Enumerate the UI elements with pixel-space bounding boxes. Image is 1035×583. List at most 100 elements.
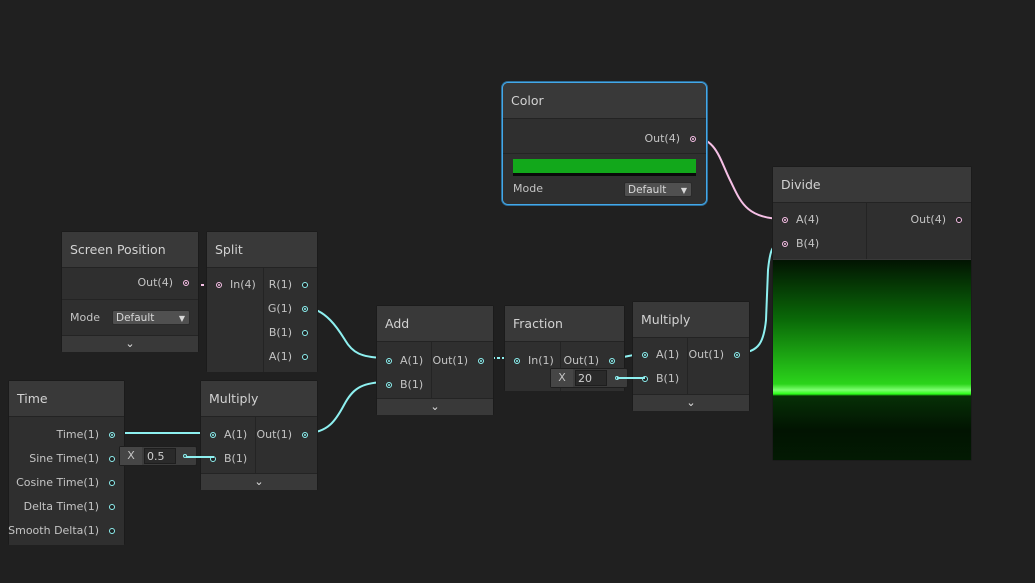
node-title[interactable]: Multiply	[633, 302, 749, 338]
node-title[interactable]: Fraction	[505, 306, 624, 342]
divider	[687, 338, 688, 394]
output-port-icon[interactable]	[478, 358, 484, 364]
x-field-value[interactable]: 20	[575, 370, 607, 386]
out-port-time: Time(1)	[56, 428, 99, 441]
output-port-icon[interactable]	[302, 282, 308, 288]
fraction-node[interactable]: Fraction In(1) Out(1)	[504, 305, 625, 391]
in-port-label: In(4)	[230, 278, 256, 291]
divider	[560, 342, 561, 391]
chevron-down-icon: ⌄	[430, 400, 440, 413]
x-field-label: X	[551, 369, 573, 387]
divider	[62, 299, 198, 300]
mode-value: Default	[116, 312, 155, 324]
in-port-b: B(1)	[656, 372, 680, 385]
out-port-label: Out(4)	[910, 213, 946, 226]
output-port-icon[interactable]	[109, 432, 115, 438]
node-title[interactable]: Add	[377, 306, 493, 342]
out-port-cosine: Cosine Time(1)	[16, 476, 99, 489]
input-port-icon[interactable]	[210, 432, 216, 438]
input-port-icon[interactable]	[386, 358, 392, 364]
input-port-icon[interactable]	[386, 382, 392, 388]
out-port-label: Out(4)	[644, 132, 680, 145]
out-port-sine: Sine Time(1)	[29, 452, 99, 465]
in-port-b: B(1)	[400, 378, 424, 391]
out-port-label: Out(1)	[688, 348, 724, 361]
chevron-down-icon: ⌄	[254, 475, 264, 488]
in-port-a: A(1)	[224, 428, 248, 441]
screen-position-node[interactable]: Screen Position Out(4) Mode Default ▼ ⌄	[61, 231, 199, 352]
input-port-icon[interactable]	[782, 217, 788, 223]
field-wire	[617, 377, 645, 379]
node-title[interactable]: Screen Position	[62, 232, 198, 268]
out-port-delta: Delta Time(1)	[23, 500, 99, 513]
in-port-b: B(1)	[224, 452, 248, 465]
output-port-icon[interactable]	[109, 480, 115, 486]
dropdown-arrow-icon: ▼	[178, 314, 185, 323]
collapse-button[interactable]: ⌄	[201, 473, 317, 490]
input-port-icon[interactable]	[642, 352, 648, 358]
divider	[431, 342, 432, 398]
multiply-b-input[interactable]: X 20	[550, 368, 628, 388]
multiply-time-node[interactable]: Multiply A(1) B(1) Out(1) ⌄	[200, 380, 318, 490]
out-port-smooth-delta: Smooth Delta(1)	[8, 524, 99, 537]
node-title[interactable]: Multiply	[201, 381, 317, 417]
split-node[interactable]: Split In(4) R(1) G(1) B(1) A(1)	[206, 231, 318, 372]
x-field-label: X	[120, 447, 142, 465]
input-port-icon[interactable]	[514, 358, 520, 364]
output-port-icon[interactable]	[609, 358, 615, 364]
output-port-icon[interactable]	[302, 432, 308, 438]
divider	[503, 153, 706, 154]
collapse-button[interactable]: ⌄	[62, 335, 198, 352]
mode-dropdown[interactable]: Default ▼	[112, 310, 190, 325]
color-node[interactable]: Color Out(4) Mode Default ▼	[502, 82, 707, 205]
out-port-r: R(1)	[268, 278, 292, 291]
collapse-button[interactable]: ⌄	[633, 394, 749, 411]
in-port-label: In(1)	[528, 354, 554, 367]
output-port-icon[interactable]	[302, 330, 308, 336]
multiply-frac-node[interactable]: Multiply A(1) B(1) Out(1) ⌄	[632, 301, 750, 411]
out-port-b: B(1)	[268, 326, 292, 339]
chevron-down-icon: ⌄	[125, 337, 135, 350]
multiply-b-input[interactable]: X 0.5	[119, 446, 197, 466]
divider	[866, 203, 867, 259]
divider	[255, 417, 256, 473]
time-node[interactable]: Time Time(1) Sine Time(1) Cosine Time(1)…	[8, 380, 125, 545]
out-port-label: Out(4)	[137, 276, 173, 289]
x-field-value[interactable]: 0.5	[144, 448, 176, 464]
output-port-icon[interactable]	[109, 528, 115, 534]
output-port-icon[interactable]	[109, 504, 115, 510]
field-wire	[186, 456, 214, 458]
mode-label: Mode	[513, 182, 543, 195]
node-title[interactable]: Split	[207, 232, 317, 268]
out-port-label: Out(1)	[563, 354, 599, 367]
chevron-down-icon: ⌄	[686, 396, 696, 409]
divide-node[interactable]: Divide A(4) B(4) Out(4)	[772, 166, 972, 461]
out-port-label: Out(1)	[432, 354, 468, 367]
output-port-icon[interactable]	[183, 280, 189, 286]
add-node[interactable]: Add A(1) B(1) Out(1) ⌄	[376, 305, 494, 415]
in-port-a: A(1)	[656, 348, 680, 361]
mode-label: Mode	[70, 311, 100, 324]
in-port-a: A(4)	[796, 213, 820, 226]
output-port-icon[interactable]	[302, 354, 308, 360]
output-port-icon[interactable]	[302, 306, 308, 312]
divider	[263, 268, 264, 372]
out-port-label: Out(1)	[256, 428, 292, 441]
output-port-icon[interactable]	[956, 217, 962, 223]
in-port-b: B(4)	[796, 237, 820, 250]
dropdown-arrow-icon: ▼	[680, 186, 687, 195]
mode-value: Default	[628, 184, 667, 196]
node-title[interactable]: Color	[503, 83, 706, 119]
output-port-icon[interactable]	[690, 136, 696, 142]
output-port-icon[interactable]	[109, 456, 115, 462]
input-port-icon[interactable]	[782, 241, 788, 247]
output-port-icon[interactable]	[734, 352, 740, 358]
node-title[interactable]: Divide	[773, 167, 971, 203]
input-port-icon[interactable]	[216, 282, 222, 288]
collapse-button[interactable]: ⌄	[377, 398, 493, 415]
node-title[interactable]: Time	[9, 381, 124, 417]
in-port-a: A(1)	[400, 354, 424, 367]
mode-dropdown[interactable]: Default ▼	[624, 182, 692, 197]
color-swatch[interactable]	[513, 159, 696, 176]
preview-image	[773, 260, 971, 460]
